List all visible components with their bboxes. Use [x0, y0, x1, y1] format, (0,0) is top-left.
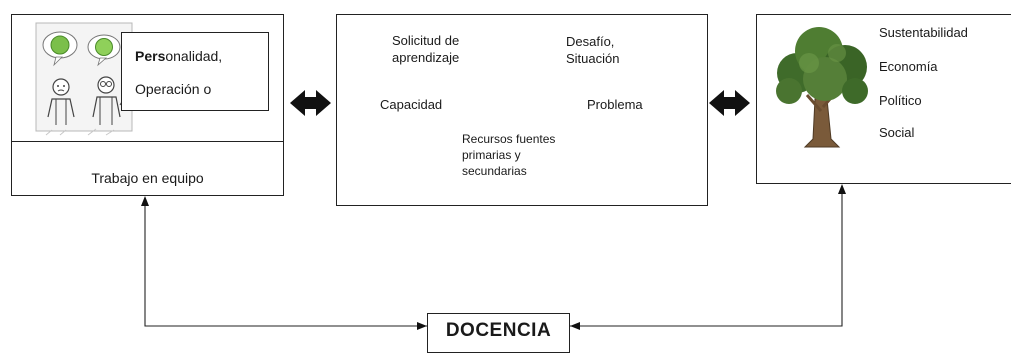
venn-c3-line1: Recursos fuentes: [462, 132, 556, 146]
personality-label-rest: onalidad,: [165, 48, 223, 64]
dimension-economy: Economía: [879, 59, 938, 74]
docencia-box: DOCENCIA: [427, 313, 570, 353]
arrowhead-up-right: [838, 184, 846, 194]
dimension-social: Social: [879, 125, 915, 140]
dimensions-box: Sustentabilidad Economía Político Social: [756, 14, 1011, 184]
personality-label-bold: Pers: [135, 48, 166, 64]
docencia-label: DOCENCIA: [445, 320, 552, 341]
feedback-loop: [144, 188, 843, 327]
venn-c2-line1: Desafío,: [566, 34, 615, 49]
arrowhead-into-docencia-right: [570, 322, 580, 330]
venn-box: [336, 14, 708, 206]
feedback-arrowheads: [141, 184, 846, 330]
double-arrow-right: [709, 90, 750, 116]
venn-c1-line2: aprendizaje: [392, 50, 460, 65]
venn-c2-line3: Problema: [587, 97, 643, 112]
personality-box: Personalidad, Operación o: [121, 32, 269, 111]
arrowhead-up-left: [141, 196, 149, 206]
operation-label: Operación o: [135, 81, 212, 97]
venn-c3-line3: secundarias: [462, 164, 527, 178]
teamwork-label: Trabajo en equipo: [91, 170, 204, 186]
double-arrow-left: [290, 90, 331, 116]
venn-c1-line1: Solicitud de: [392, 33, 460, 48]
teamwork-box: Personalidad, Operación o Trabajo en equ…: [11, 14, 284, 196]
left-box-divider: [12, 141, 283, 142]
venn-c2-line2: Situación: [566, 51, 620, 66]
arrowhead-into-docencia-left: [417, 322, 427, 330]
personality-label: Personalidad,: [135, 48, 222, 64]
dimension-politics: Político: [879, 93, 922, 108]
tree-icon: [776, 27, 868, 148]
venn-c3-line2: primarias y: [462, 148, 521, 162]
people-talking-illustration: [35, 22, 133, 136]
dimension-sustainability: Sustentabilidad: [879, 25, 968, 40]
venn-c1-line3: Capacidad: [380, 97, 443, 112]
